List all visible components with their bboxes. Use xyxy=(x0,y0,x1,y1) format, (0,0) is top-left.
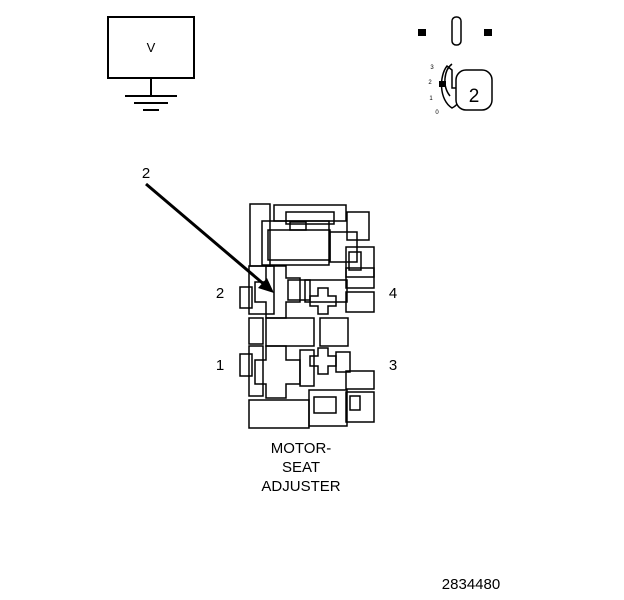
pin-label-2: 2 xyxy=(216,285,224,302)
ignition-position-0: 0 xyxy=(435,110,439,116)
ignition-key-position: 2 xyxy=(469,86,480,107)
ignition-key-icon: 3 2 1 0 2 xyxy=(418,16,493,116)
pin-label-1: 1 xyxy=(216,357,224,374)
connector-face-icon xyxy=(239,203,375,429)
component-title-line-2: SEAT xyxy=(282,459,320,476)
callout-number: 2 xyxy=(142,165,150,182)
ground-symbol-icon xyxy=(125,78,177,111)
ignition-position-3: 3 xyxy=(430,65,434,71)
voltmeter-label: V xyxy=(147,40,156,55)
pin-label-3: 3 xyxy=(389,357,397,374)
component-title-line-1: MOTOR- xyxy=(271,440,332,457)
pin-label-4: 4 xyxy=(389,285,397,302)
ignition-position-1: 1 xyxy=(429,96,433,102)
ignition-position-2: 2 xyxy=(428,80,432,86)
figure-id: 2834480 xyxy=(442,576,500,593)
callout-arrow xyxy=(145,182,274,293)
component-title-line-3: ADJUSTER xyxy=(261,478,340,495)
voltmeter-icon: V xyxy=(107,16,195,79)
